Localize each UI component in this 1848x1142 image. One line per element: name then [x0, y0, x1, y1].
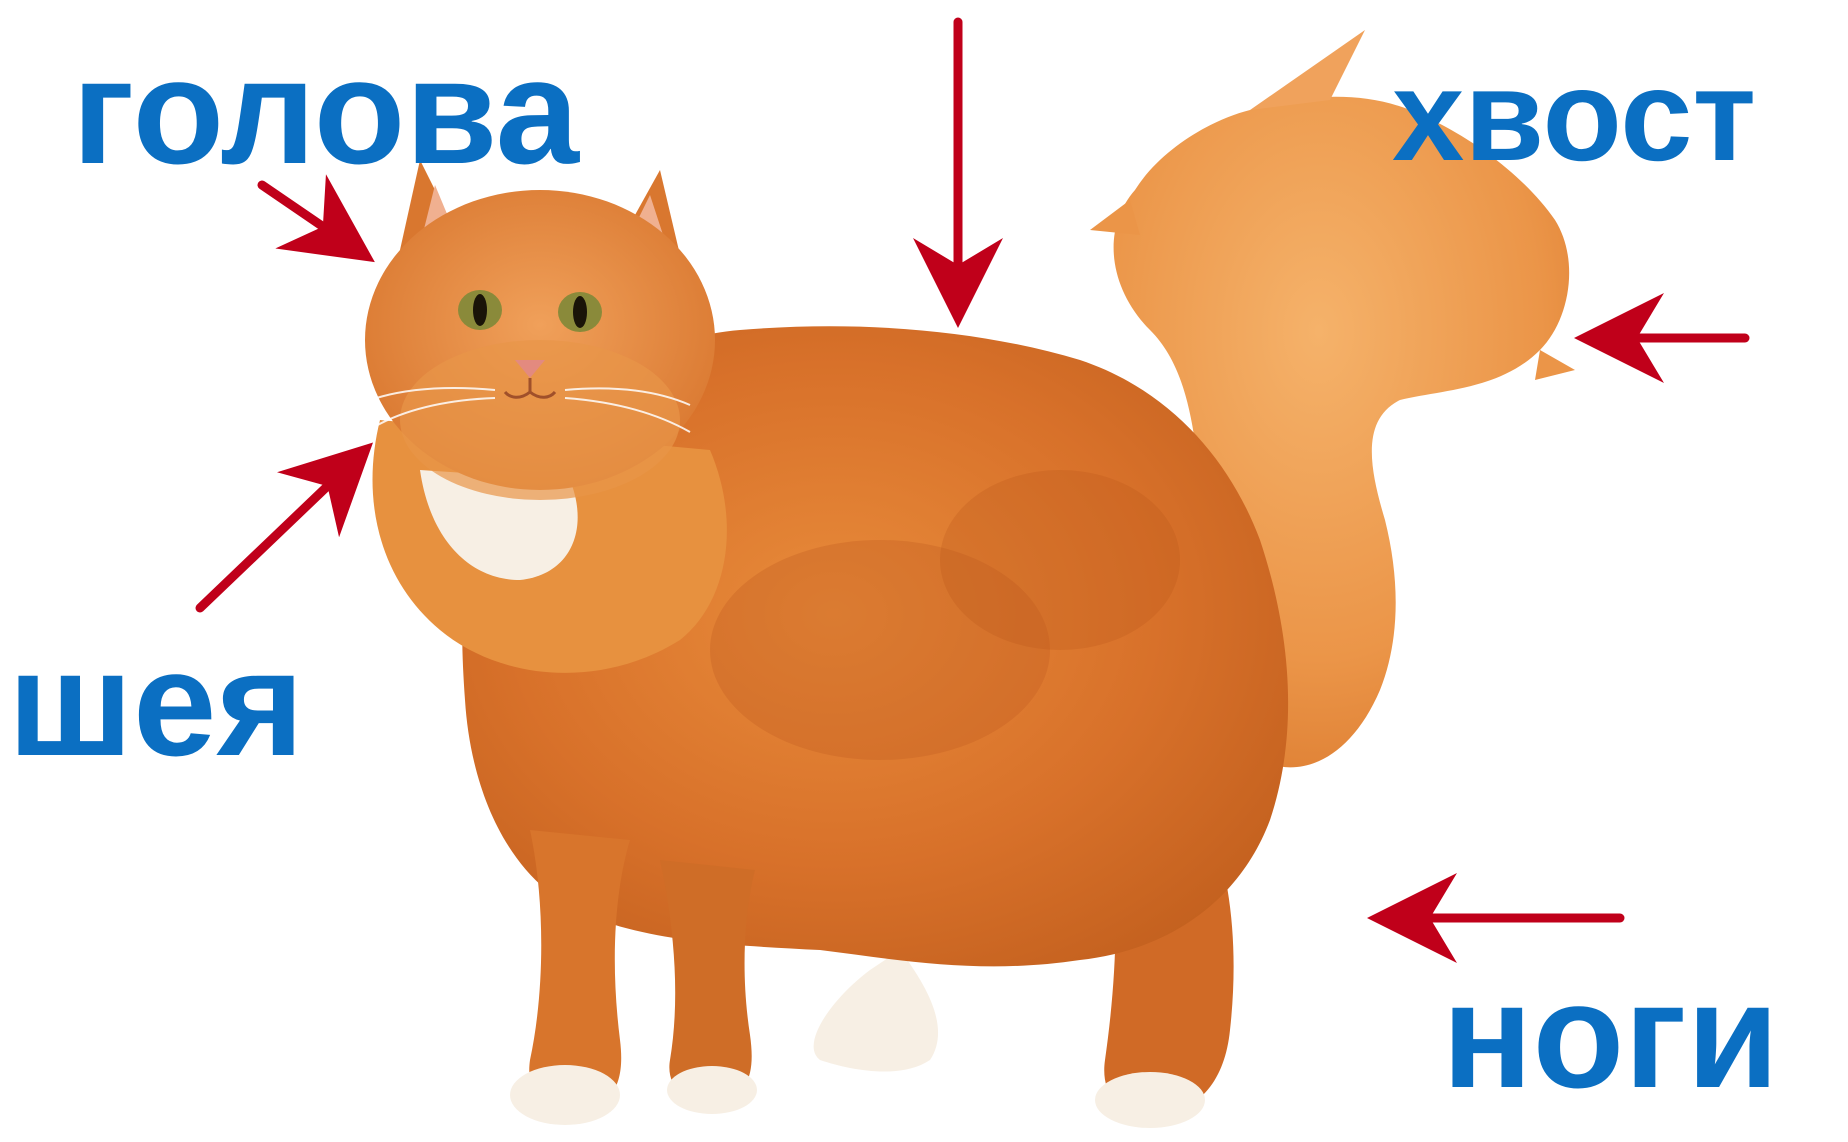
- cat-far-paw: [814, 950, 938, 1072]
- label-legs: ноги: [1442, 960, 1779, 1110]
- arrow-head-pointer: [262, 185, 360, 252]
- label-head: голова: [72, 36, 579, 186]
- label-neck: шея: [8, 628, 304, 778]
- label-tail: хвост: [1392, 50, 1756, 180]
- cat-head: [365, 160, 715, 500]
- arrow-neck-pointer: [200, 455, 360, 608]
